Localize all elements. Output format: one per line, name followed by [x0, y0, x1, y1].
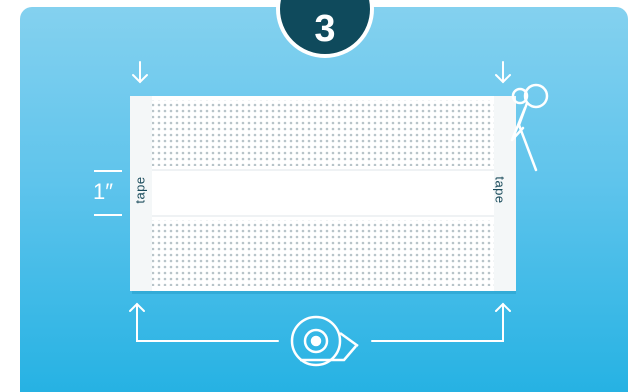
arrow-down-icon: [133, 62, 147, 82]
fabric-dots-top: [152, 100, 494, 166]
measurement-label: 1″: [93, 181, 113, 203]
bottom-connector: [130, 304, 510, 341]
arrow-down-icon: [496, 62, 510, 82]
tape-label-right: tape: [493, 176, 508, 203]
scissors-icon: [512, 85, 547, 170]
tape-roll-icon: [292, 317, 358, 365]
tape-label-left: tape: [133, 176, 148, 203]
fabric-dots-bottom: [152, 220, 494, 286]
